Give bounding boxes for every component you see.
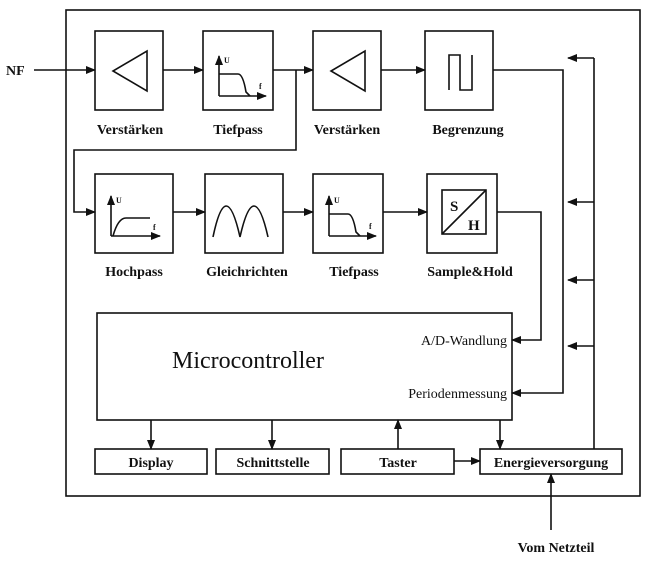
- sample-hold-block: S H: [426, 173, 498, 254]
- power-supply-block: Energieversorgung: [479, 448, 623, 475]
- amplifier-1-label: Verstärken: [97, 123, 164, 138]
- axis-f-label: f: [153, 223, 156, 232]
- lowpass-block-2: U f: [312, 173, 384, 254]
- period-port-label: Periodenmessung: [408, 387, 507, 402]
- lowpass-curve-icon: U f: [325, 195, 377, 240]
- amplifier-block-1: [94, 30, 164, 111]
- lowpass-1-label: Tiefpass: [213, 123, 263, 138]
- sample-letter: S: [450, 199, 458, 215]
- microcontroller-title: Microcontroller: [172, 348, 324, 374]
- signal-wires: [34, 54, 595, 530]
- adc-port-label: A/D-Wandlung: [421, 334, 507, 349]
- display-label: Display: [128, 456, 173, 471]
- supply-source-label: Vom Netzteil: [518, 541, 595, 556]
- axis-u-label: U: [116, 196, 122, 205]
- input-label: NF: [6, 64, 25, 79]
- limiter-label: Begrenzung: [432, 123, 503, 138]
- lowpass-curve-icon: U f: [215, 55, 267, 100]
- interface-block: Schnittstelle: [215, 448, 330, 475]
- amplifier-2-label: Verstärken: [314, 123, 381, 138]
- sample-hold-icon: [441, 189, 487, 235]
- lowpass-block-1: U f: [202, 30, 274, 111]
- power-supply-label: Energieversorgung: [494, 456, 608, 471]
- highpass-curve-icon: U f: [107, 195, 161, 240]
- interface-label: Schnittstelle: [236, 456, 309, 471]
- hold-letter: H: [468, 218, 480, 234]
- button-block: Taster: [340, 448, 455, 475]
- amplifier-block-2: [312, 30, 382, 111]
- rectified-wave-icon: [212, 205, 269, 238]
- axis-f-label: f: [369, 222, 372, 231]
- device-frame: [65, 9, 641, 497]
- axis-u-label: U: [224, 56, 230, 65]
- rectifier-block: [204, 173, 284, 254]
- button-label: Taster: [379, 456, 417, 471]
- limiter-block: [424, 30, 494, 111]
- sample-hold-label: Sample&Hold: [427, 265, 513, 280]
- axis-f-label: f: [259, 82, 262, 91]
- rectifier-label: Gleichrichten: [206, 265, 288, 280]
- amplifier-triangle-icon: [329, 49, 366, 93]
- display-block: Display: [94, 448, 208, 475]
- lowpass-2-label: Tiefpass: [329, 265, 379, 280]
- highpass-block: U f: [94, 173, 174, 254]
- microcontroller-block: Microcontroller A/D-Wandlung Periodenmes…: [96, 312, 513, 421]
- axis-u-label: U: [334, 196, 340, 205]
- amplifier-triangle-icon: [111, 49, 148, 93]
- square-wave-icon: [448, 54, 473, 91]
- highpass-label: Hochpass: [105, 265, 163, 280]
